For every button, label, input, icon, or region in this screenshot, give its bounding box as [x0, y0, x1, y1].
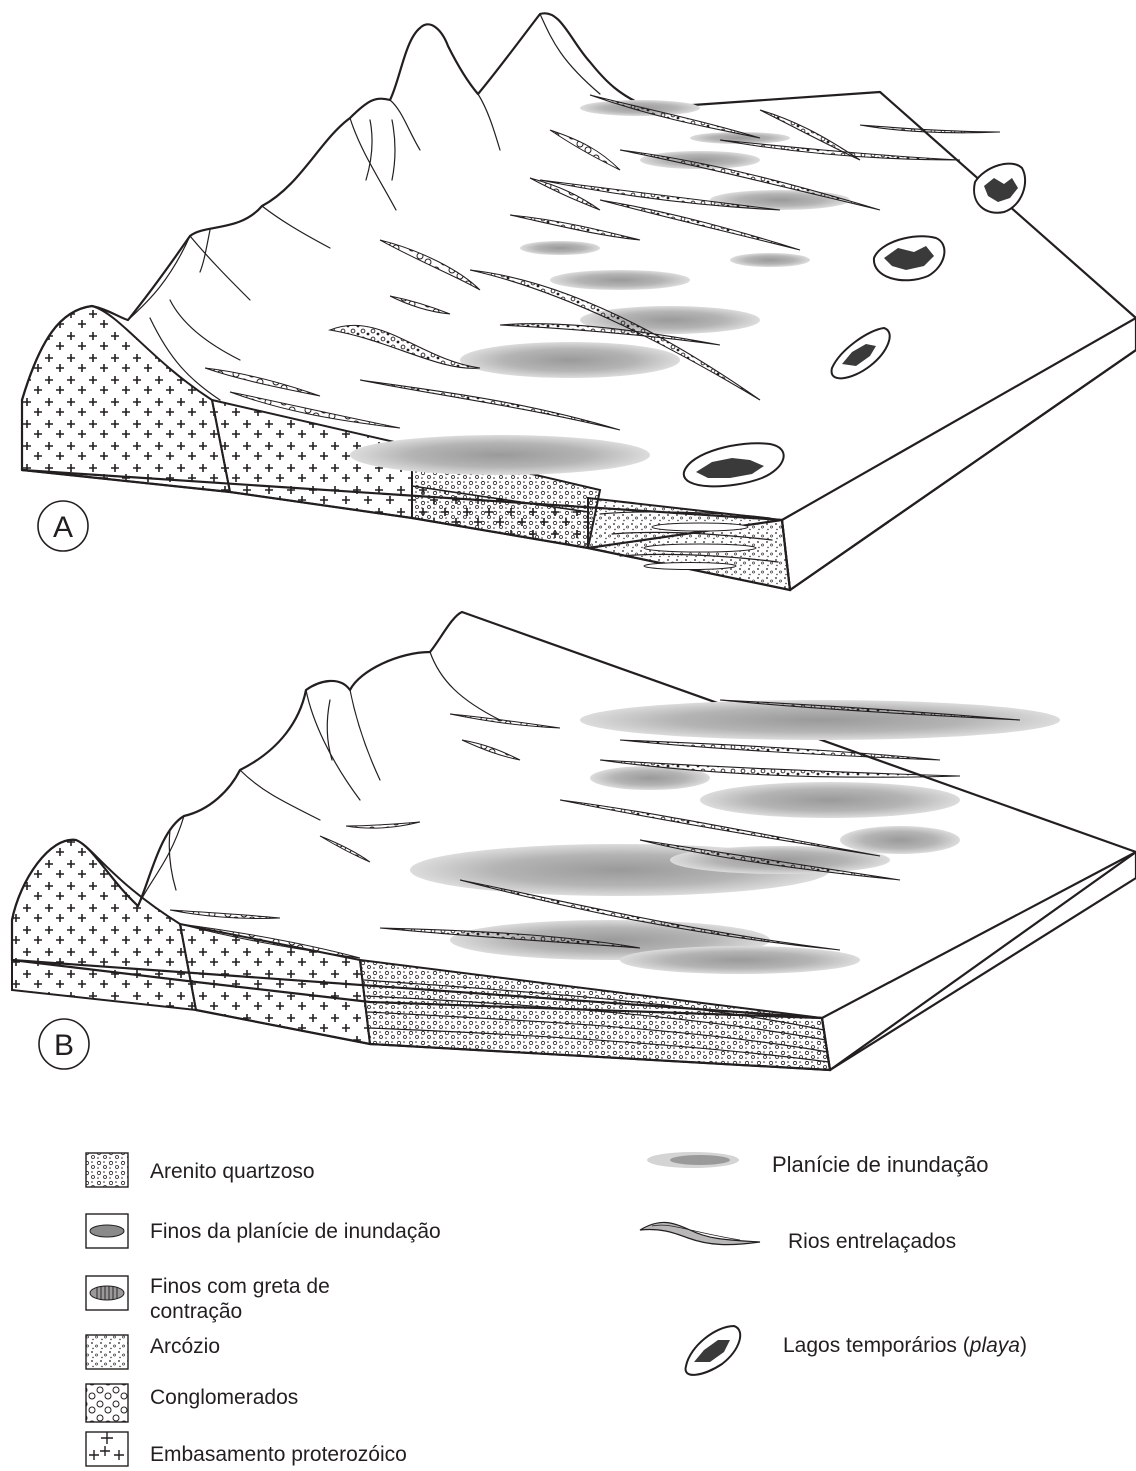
legend-label-arenito: Arenito quartzoso	[150, 1160, 315, 1183]
dotted-sandstone-icon	[86, 1153, 128, 1187]
legend-label-rios: Rios entrelaçados	[788, 1230, 956, 1253]
legend-label-finos: Finos da planície de inundação	[150, 1220, 441, 1243]
legend-label-greta-1: Finos com greta de	[150, 1275, 330, 1298]
braided-river-icon	[640, 1222, 760, 1244]
cross-pattern-icon	[86, 1432, 128, 1466]
mudcrack-lens-icon	[86, 1276, 128, 1310]
legend-label-lagos-suffix: )	[1020, 1334, 1027, 1357]
grey-lens-icon	[86, 1214, 128, 1248]
playa-lake-a3	[832, 328, 890, 378]
panel-a-label: A	[53, 511, 73, 544]
legend: Arenito quartzoso Finos da planície de i…	[86, 1152, 1027, 1466]
playa-lake-a1	[974, 164, 1025, 213]
legend-label-conglomerados: Conglomerados	[150, 1386, 298, 1409]
panel-b-label: B	[54, 1029, 74, 1062]
legend-label-greta-2: contração	[150, 1300, 242, 1323]
playa-lake-a4	[684, 443, 784, 486]
playa-lake-icon	[686, 1326, 741, 1375]
legend-label-lagos: Lagos temporários (playa)	[783, 1334, 1027, 1357]
pebble-icon	[86, 1384, 128, 1422]
legend-label-lagos-prefix: Lagos temporários (	[783, 1334, 970, 1357]
floodplain-icon	[647, 1152, 739, 1168]
speckled-arkose-icon	[86, 1335, 128, 1369]
legend-label-arcozio: Arcózio	[150, 1335, 220, 1358]
legend-label-planicie: Planície de inundação	[772, 1152, 989, 1177]
legend-label-embasamento: Embasamento proterozóico	[150, 1443, 407, 1466]
panel-b-block: B	[12, 612, 1136, 1070]
panel-a-block: A	[22, 13, 1136, 590]
legend-label-lagos-italic: playa	[969, 1334, 1020, 1357]
playa-lake-a2	[874, 236, 945, 280]
